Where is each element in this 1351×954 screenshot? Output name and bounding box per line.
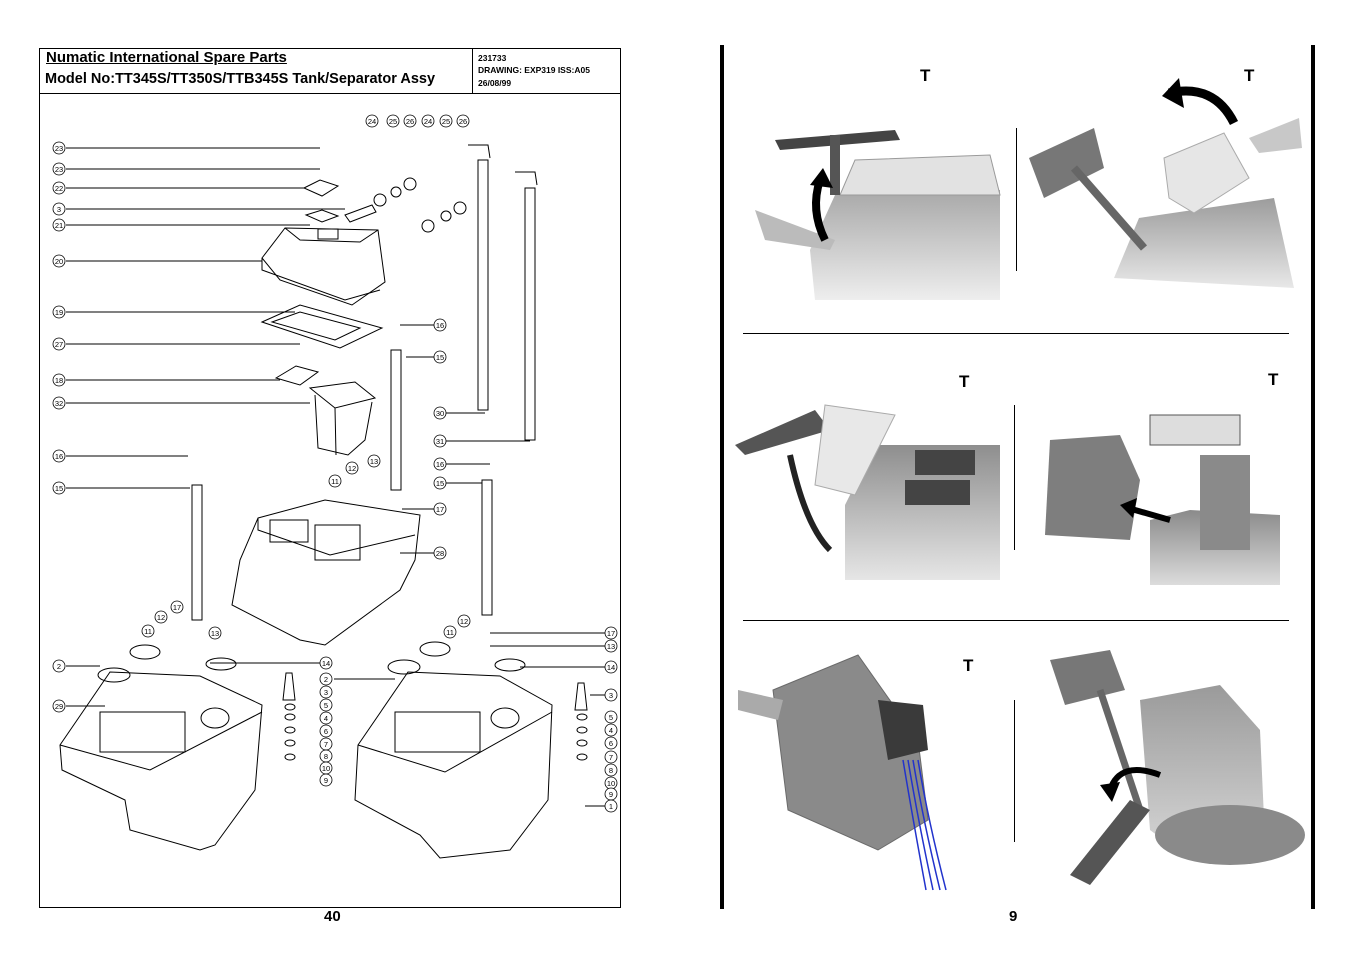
callout-label: 15	[436, 353, 444, 362]
callout-label: 16	[436, 321, 444, 330]
callout-label: 26	[406, 117, 414, 126]
callout-label: 12	[157, 613, 165, 622]
callout-label: 31	[436, 437, 444, 446]
callout-label: 8	[609, 766, 613, 775]
callout-label: 8	[324, 752, 328, 761]
callout-label: 9	[324, 776, 328, 785]
callout-label: 21	[55, 221, 63, 230]
parts-diagram-frame	[39, 48, 621, 908]
callout-label: 25	[389, 117, 397, 126]
callout-label: 3	[324, 688, 328, 697]
callout-label: 13	[211, 629, 219, 638]
callout-label: 5	[324, 701, 328, 710]
callout-label: 29	[55, 702, 63, 711]
callout-label: 4	[324, 714, 328, 723]
exploded-parts-drawing: 23 23 22 3 21 20 19 27 18 32 16 15 2 29 …	[52, 114, 618, 859]
page-number-right: 9	[1009, 908, 1018, 925]
callout-label: 13	[370, 457, 378, 466]
arrow-up-icon	[812, 178, 829, 242]
callout-label: 12	[460, 617, 468, 626]
photo-lift-separator	[1029, 78, 1302, 288]
row-divider	[743, 333, 1289, 334]
callout-label: 24	[424, 117, 432, 126]
callout-label: 20	[55, 257, 63, 266]
callout-label: 12	[348, 464, 356, 473]
page-number-left: 40	[324, 908, 341, 925]
callout-label: 30	[436, 409, 444, 418]
callout-label: 2	[324, 675, 328, 684]
callout-label: 6	[324, 727, 328, 736]
column-divider	[1014, 700, 1015, 842]
callout-label: 10	[322, 764, 330, 773]
callout-label: 32	[55, 399, 63, 408]
callout-label: 10	[607, 779, 615, 788]
callout-label: 17	[173, 603, 181, 612]
callout-label: 18	[55, 376, 63, 385]
callout-label: 11	[446, 628, 454, 637]
callout-label: 11	[331, 477, 339, 486]
callout-label: 22	[55, 184, 63, 193]
model-title: Model No:TT345S/TT350S/TTB345S Tank/Sepa…	[45, 71, 436, 87]
arrow-left-icon	[1127, 505, 1171, 523]
callout-label: 23	[55, 144, 63, 153]
callout-label: 17	[436, 505, 444, 514]
callout-label: 7	[609, 753, 613, 762]
callout-label: 1	[609, 802, 613, 811]
callout-label: 5	[609, 713, 613, 722]
photo-tank-open	[735, 404, 1000, 580]
callout-label: 16	[55, 452, 63, 461]
callout-label: 19	[55, 308, 63, 317]
callout-label: 14	[607, 663, 615, 672]
drawing-number: DRAWING: EXP319 ISS:A05	[478, 65, 590, 75]
drawing-date: 26/08/99	[478, 78, 512, 88]
callout-label: 9	[609, 790, 613, 799]
callout-label: 28	[436, 549, 444, 558]
callout-label: 15	[55, 484, 63, 493]
callout-label: 13	[607, 642, 615, 651]
row-divider	[743, 620, 1289, 621]
photo-tank-removal	[1045, 414, 1280, 585]
column-divider	[1016, 128, 1017, 271]
callout-label: 27	[55, 340, 63, 349]
callout-label: 16	[436, 460, 444, 469]
page-border-left	[720, 45, 724, 909]
step-label: T	[920, 66, 931, 85]
header-divider	[39, 93, 621, 94]
callout-label: 25	[442, 117, 450, 126]
callout-label: 17	[607, 629, 615, 638]
column-divider	[1014, 405, 1015, 550]
page-border-right	[1311, 45, 1315, 909]
company-title: Numatic International Spare Parts	[46, 49, 287, 66]
step-label: T	[959, 372, 970, 391]
callout-label: 6	[609, 739, 613, 748]
callout-label: 24	[368, 117, 376, 126]
step-label: T	[1268, 370, 1279, 389]
callout-label: 3	[57, 205, 61, 214]
step-label: T	[1244, 66, 1255, 85]
callout-label: 26	[459, 117, 467, 126]
callout-label: 11	[144, 627, 152, 636]
callout-label: 2	[57, 662, 61, 671]
photo-drain-tank	[738, 654, 947, 891]
photo-remove-lid	[755, 130, 1001, 300]
callout-label: 4	[609, 726, 613, 735]
callout-label: 23	[55, 165, 63, 174]
callout-label: 15	[436, 479, 444, 488]
step-label: T	[963, 656, 974, 675]
callout-label: 14	[322, 659, 330, 668]
header-column-divider	[472, 48, 473, 93]
callout-label: 3	[609, 691, 613, 700]
photo-full-machine	[1050, 650, 1305, 885]
reference-number: 231733	[478, 53, 507, 63]
callout-label: 7	[324, 740, 328, 749]
